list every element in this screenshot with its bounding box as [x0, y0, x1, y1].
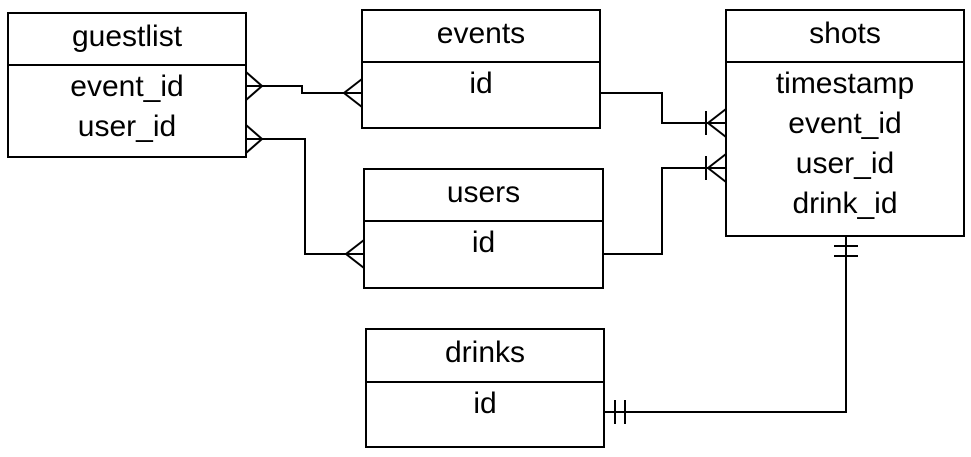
entity-fields: id — [363, 63, 599, 104]
entity-drinks: drinks id — [365, 328, 605, 448]
field-id: id — [473, 387, 497, 420]
field-event-id: event_id — [788, 107, 902, 140]
field-event-id: event_id — [70, 70, 184, 103]
entity-title: users — [365, 170, 602, 222]
entity-title: drinks — [367, 330, 603, 383]
field-user-id: user_id — [795, 147, 895, 180]
field-id: id — [469, 67, 493, 100]
entity-fields: timestamp event_id user_id drink_id — [727, 63, 963, 224]
relationship-events-shots — [600, 92, 727, 138]
entity-fields: id — [365, 222, 602, 263]
crowfoot-many-shots — [706, 108, 727, 138]
crowfoot-many-guestlist — [245, 124, 264, 154]
field-timestamp: timestamp — [775, 67, 915, 100]
crowfoot-many-shots — [706, 153, 727, 183]
relationship-guestlist-events — [245, 71, 363, 108]
entity-guestlist: guestlist event_id user_id — [7, 12, 247, 158]
relationship-guestlist-users — [245, 124, 365, 269]
entity-title: events — [363, 11, 599, 63]
field-id: id — [471, 226, 496, 259]
relationship-users-shots — [603, 153, 727, 255]
crowfoot-many-events — [342, 78, 363, 108]
field-user-id: user_id — [77, 110, 177, 143]
connector-line — [246, 138, 364, 255]
entity-events: events id — [361, 9, 601, 129]
entity-fields: id — [367, 383, 603, 424]
connector-line — [600, 92, 726, 124]
connector-line — [603, 167, 726, 255]
entity-shots: shots timestamp event_id user_id drink_i… — [725, 9, 965, 237]
connector-line — [246, 85, 362, 94]
crowfoot-many-guestlist — [245, 71, 264, 101]
entity-title: shots — [727, 11, 963, 63]
entity-title: guestlist — [9, 14, 245, 66]
field-drink-id: drink_id — [792, 187, 898, 220]
entity-fields: event_id user_id — [9, 66, 245, 147]
relationship-shots-drinks — [604, 236, 858, 424]
crowfoot-many-users — [344, 239, 365, 269]
connector-line — [604, 236, 847, 413]
entity-users: users id — [363, 168, 604, 289]
